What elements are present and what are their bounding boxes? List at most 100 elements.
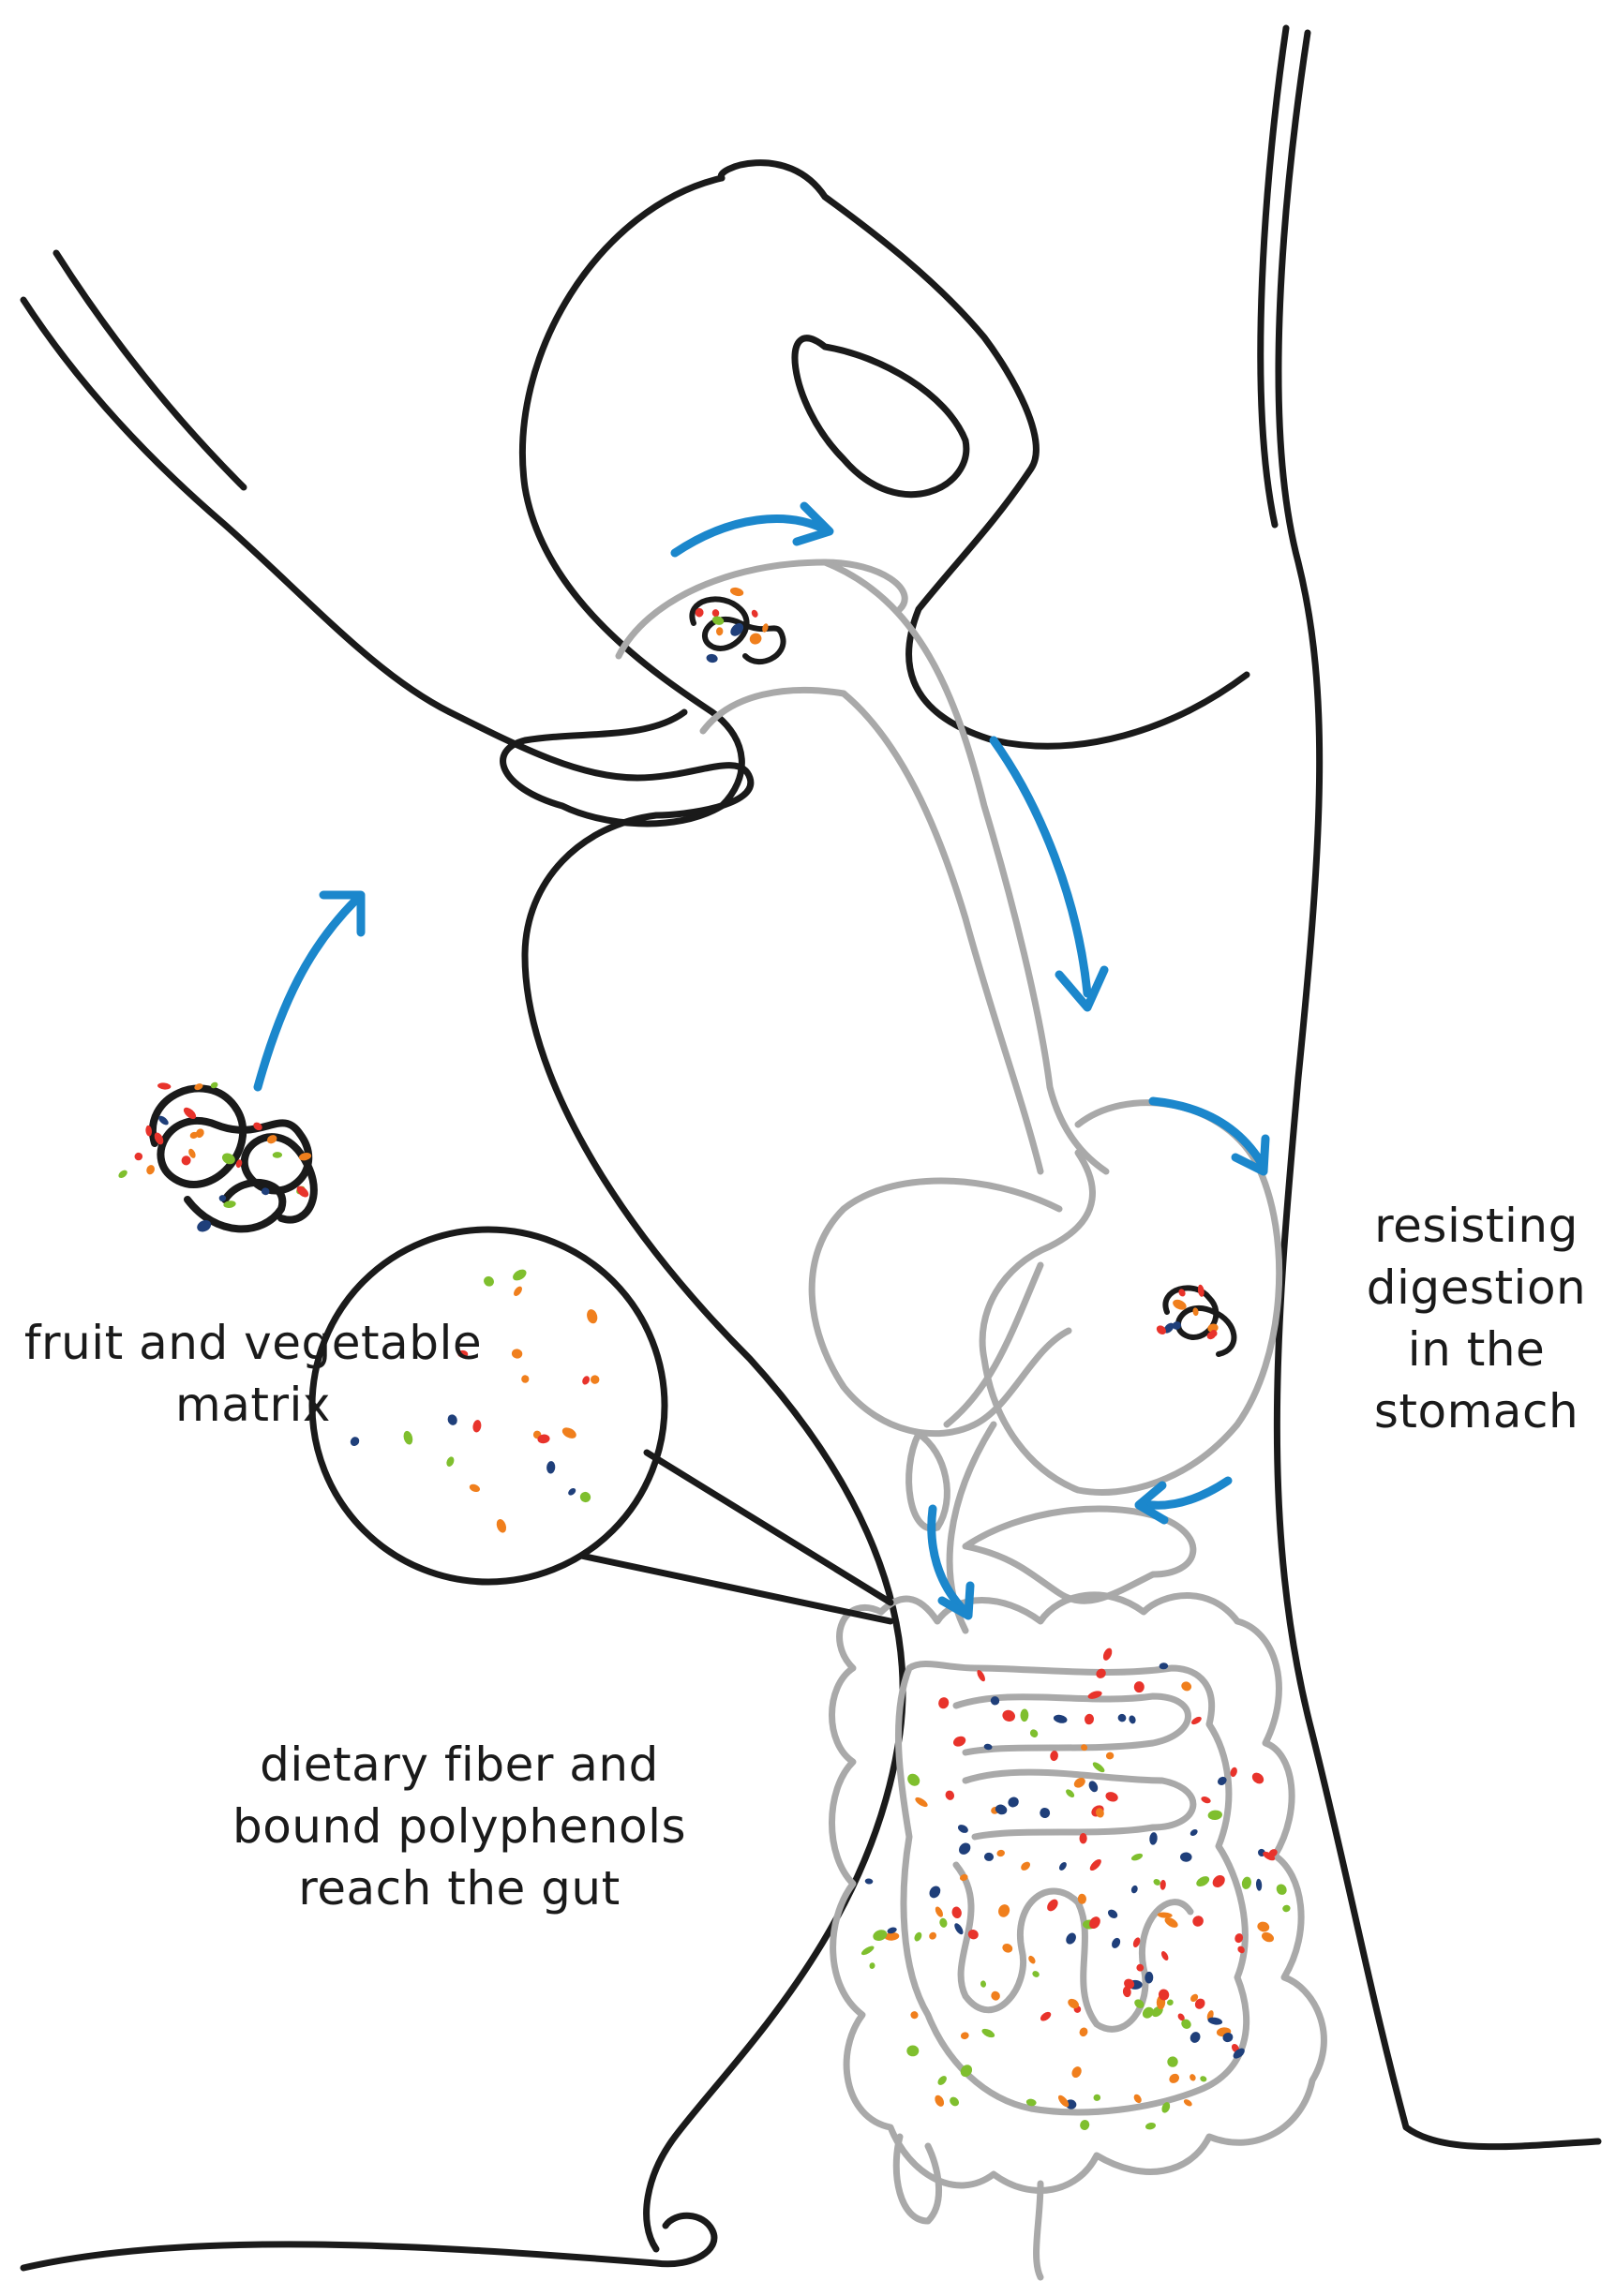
particle-dot (1065, 2099, 1077, 2110)
small-intestine-loop-1 (952, 1692, 1191, 1756)
particle-dot (1230, 1767, 1237, 1778)
particle-dot (1190, 2032, 1201, 2043)
particle-dot (711, 609, 720, 618)
particle-dot (1190, 1829, 1198, 1836)
particle-dot (1050, 1751, 1058, 1762)
particle-dot (145, 1125, 153, 1137)
particle-dot (695, 607, 704, 618)
particle-dot (1077, 1893, 1087, 1904)
tangle-stomach (1162, 1285, 1237, 1357)
arrow-along-stomach (1148, 1096, 1265, 1167)
particle-dot (938, 1697, 950, 1709)
particle-dot (1194, 1998, 1205, 2009)
particle-dot (1159, 1662, 1169, 1670)
particle-dot (1149, 1832, 1158, 1845)
ear-curl (791, 335, 970, 499)
particle-dot (582, 1376, 591, 1385)
esophagus-right (840, 690, 1044, 1175)
particle-dot (929, 1931, 937, 1940)
magnifier-line-lower (577, 1552, 894, 1625)
particle-dot (1190, 1993, 1199, 2003)
label-resisting-digestion: resisting digestion in the stomach (1366, 1199, 1587, 1439)
particle-dot (977, 1669, 985, 1682)
particle-dot (950, 2096, 960, 2107)
particle-dot (1190, 2074, 1196, 2081)
particle-dot (134, 1152, 143, 1161)
arrow-matrix-up (253, 895, 361, 1092)
particle-dot (181, 1155, 191, 1166)
particle-dot (1057, 2095, 1070, 2108)
particle-dot (1160, 1879, 1166, 1890)
particle-dot (1164, 1916, 1178, 1928)
particle-dot (1068, 1998, 1079, 2009)
particle-dot (514, 1286, 522, 1296)
particle-dot (1153, 1878, 1160, 1886)
gallbladder (905, 1430, 950, 1532)
particle-dot (1191, 1716, 1202, 1725)
particle-dot (1133, 2094, 1142, 2104)
mouth-cavity-lower (699, 686, 847, 735)
particle-dot (157, 1082, 172, 1090)
particle-dot (951, 1906, 962, 1919)
particle-dot (960, 1873, 968, 1882)
particle-dot (1028, 1955, 1036, 1964)
pancreas (962, 1505, 1197, 1604)
particle-dot (1071, 2066, 1082, 2079)
particle-dot (1181, 1681, 1192, 1692)
particle-dot (1181, 2019, 1191, 2029)
particle-dot (1095, 1808, 1104, 1818)
particle-dot (511, 1349, 523, 1359)
particle-dot (860, 1946, 875, 1956)
particle-dot (762, 623, 769, 633)
floor-line (20, 2212, 718, 2272)
small-intestine-loop-2 (962, 1768, 1197, 1841)
arrow-matrix-up-head (319, 890, 366, 937)
particle-dot (749, 633, 762, 645)
raised-arm-right-inner (1257, 24, 1290, 529)
particle-dot (1047, 1899, 1058, 1912)
particle-dot (1178, 1289, 1186, 1297)
particle-dot (1058, 1861, 1067, 1871)
particle-dot (1233, 2048, 1245, 2059)
particle-dot (1167, 2056, 1178, 2067)
particle-dot (995, 1804, 1008, 1815)
particle-dot (1145, 1971, 1154, 1984)
particle-dot (1196, 1876, 1210, 1887)
particle-dot (197, 1219, 212, 1232)
particle-dot (1020, 1708, 1029, 1722)
particle-dot (1197, 1284, 1205, 1297)
particle-dot (218, 1195, 227, 1202)
particle-dot (884, 1931, 900, 1941)
particle-dot (1157, 1912, 1173, 1918)
particle-dot (1234, 1933, 1244, 1944)
particle-dot (864, 1878, 874, 1885)
particle-dot (221, 1153, 235, 1165)
particle-dot (1167, 1999, 1174, 2006)
particle-dot (998, 1904, 1010, 1917)
particle-dot (223, 1200, 236, 1208)
particle-dot (1089, 1916, 1100, 1930)
particle-dot (706, 653, 718, 663)
particle-dot (1079, 2027, 1088, 2037)
particle-dot (1124, 1978, 1135, 1990)
particle-dot (118, 1170, 127, 1179)
particle-dot (1180, 1852, 1192, 1862)
particle-dot (1136, 1963, 1145, 1972)
particle-dot (1282, 1904, 1291, 1913)
particle-dot (1255, 1878, 1263, 1891)
raised-arm-left-outer (52, 249, 247, 491)
particle-dot (579, 1491, 591, 1503)
magnifier-line-upper (643, 1449, 894, 1606)
particle-dot (1207, 1810, 1222, 1821)
raised-arm-right (1273, 29, 1602, 2151)
particle-dot (1276, 1884, 1287, 1895)
particle-dot (253, 1122, 262, 1131)
particle-dot (1160, 1950, 1169, 1961)
particle-dot (210, 1081, 218, 1089)
rectum (1033, 2180, 1044, 2281)
particle-dot (447, 1414, 457, 1425)
particle-dot (1169, 2073, 1180, 2083)
particle-dot (996, 1849, 1005, 1857)
particle-dot (1134, 1999, 1145, 2009)
